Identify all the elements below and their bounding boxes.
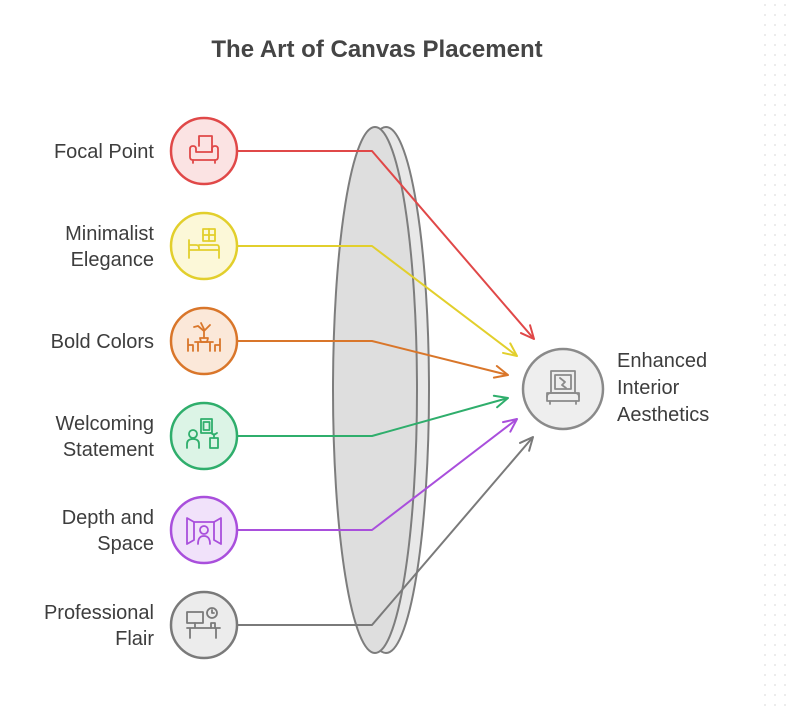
connector-line-2 [237, 245, 518, 357]
node-circle [169, 590, 239, 660]
node-circle [169, 116, 239, 186]
input-label-5-line-1: Depth and [62, 507, 154, 529]
input-label-3-line-1: Bold Colors [51, 331, 154, 353]
connector-lines [237, 150, 535, 626]
node-circle [169, 495, 239, 565]
input-node-6 [169, 590, 239, 660]
person-artwork-icon [186, 418, 219, 449]
connector-line-6 [237, 436, 534, 626]
dot-grid-decoration [762, 0, 787, 710]
input-node-4 [169, 401, 239, 471]
connector-line-4 [237, 397, 509, 437]
diagram-title: The Art of Canvas Placement [211, 36, 542, 63]
node-circle [169, 401, 239, 471]
input-node-5 [169, 495, 239, 565]
dining-table-plant-icon [187, 322, 221, 352]
output-label-line-1: Enhanced [617, 350, 707, 372]
input-label-6-line-1: Professional [44, 602, 154, 624]
arrowhead-4 [492, 394, 509, 409]
arrowhead-5 [502, 418, 518, 433]
canvas-frame-icon [546, 370, 580, 405]
input-label-2-line-1: Minimalist [65, 223, 154, 245]
lens-shape [332, 126, 430, 654]
input-label-2-line-2: Elegance [71, 249, 154, 271]
arrowhead-2 [502, 342, 518, 357]
node-circle [169, 211, 239, 281]
input-label-4-line-2: Statement [63, 439, 155, 461]
person-room-icon [186, 517, 222, 545]
input-label-5-line-2: Space [97, 533, 154, 555]
input-node-3 [169, 306, 239, 376]
input-label-6-line-2: Flair [115, 628, 154, 650]
arrowhead-1 [519, 324, 535, 340]
input-node-2 [169, 211, 239, 281]
arrowhead-3 [492, 365, 509, 379]
output-label-line-3: Aesthetics [617, 404, 709, 426]
input-node-1 [169, 116, 239, 186]
connector-line-3 [237, 340, 509, 376]
arrowhead-6 [518, 436, 534, 452]
desk-monitor-clock-icon [186, 607, 221, 639]
output-label-line-2: Interior [617, 377, 680, 399]
connector-line-1 [237, 150, 535, 340]
bed-window-icon [188, 228, 220, 259]
input-nodes [169, 116, 239, 660]
sofa-icon [189, 135, 219, 164]
input-label-1-line-1: Focal Point [54, 141, 154, 163]
connector-line-5 [237, 418, 518, 531]
node-circle [169, 306, 239, 376]
input-label-4-line-1: Welcoming [55, 413, 154, 435]
